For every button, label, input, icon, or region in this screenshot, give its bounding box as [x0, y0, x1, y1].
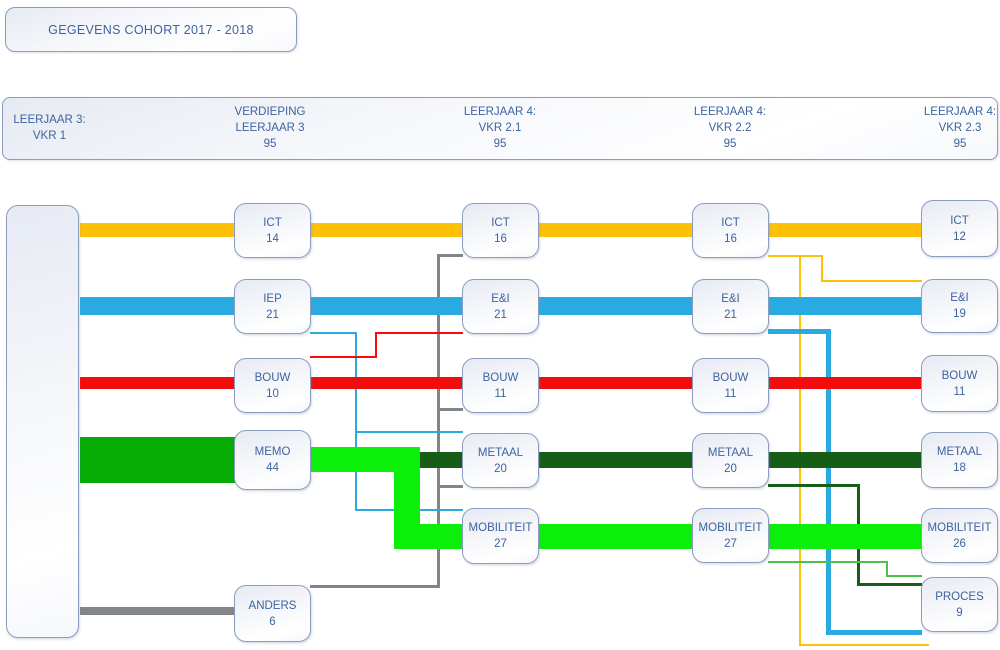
- node-source-vkr1[interactable]: [6, 205, 79, 638]
- band-anders: [80, 607, 310, 615]
- flow-bouw-to-ei: [375, 332, 463, 334]
- flow-anders-vertical: [437, 256, 440, 588]
- column-header-verdieping: VERDIEPING LEERJAAR 3 95: [234, 106, 306, 150]
- column-header-vkr21: LEERJAAR 4: VKR 2.1 95: [463, 106, 537, 150]
- column-header-vkr23: LEERJAAR 4: VKR 2.3 95: [923, 106, 997, 150]
- flow-mobiliteit-to-proces: [886, 575, 922, 577]
- flow-ei-out: [768, 329, 830, 334]
- flow-iep-to-metaal: [355, 431, 463, 433]
- column-header-vkr22: LEERJAAR 4: VKR 2.2 95: [693, 106, 767, 150]
- flow-ict-vertical-proces: [799, 255, 801, 646]
- band-metaal: [420, 452, 922, 468]
- flow-bouw-vertical: [375, 332, 377, 358]
- flow-ict-to-proces: [799, 644, 929, 646]
- flow-ei-vertical: [826, 329, 831, 635]
- flow-ei-to-proces: [826, 630, 922, 635]
- flow-ict-vertical-ei: [821, 255, 823, 282]
- flow-ict-out: [768, 255, 823, 257]
- column-header-vkr1: LEERJAAR 3: VKR 1: [13, 114, 86, 142]
- flow-anders-to-ict: [437, 254, 463, 257]
- flow-metaal-out: [768, 484, 860, 487]
- flow-bouw-out: [310, 356, 377, 358]
- flow-anders-to-bouw: [437, 408, 463, 411]
- flow-mobiliteit-vertical: [886, 561, 888, 577]
- flow-ict-to-ei: [821, 280, 922, 282]
- flow-iep-vertical: [355, 332, 357, 511]
- flow-anders-out: [310, 585, 440, 588]
- flow-mobiliteit-out: [768, 561, 888, 563]
- flow-metaal-to-proces: [857, 583, 922, 586]
- flow-iep-out: [310, 332, 357, 334]
- title-box: GEGEVENS COHORT 2017 - 2018: [5, 7, 297, 52]
- header-band: [2, 97, 998, 160]
- page-title: GEGEVENS COHORT 2017 - 2018: [48, 22, 254, 37]
- flow-anders-to-metaal: [437, 485, 463, 488]
